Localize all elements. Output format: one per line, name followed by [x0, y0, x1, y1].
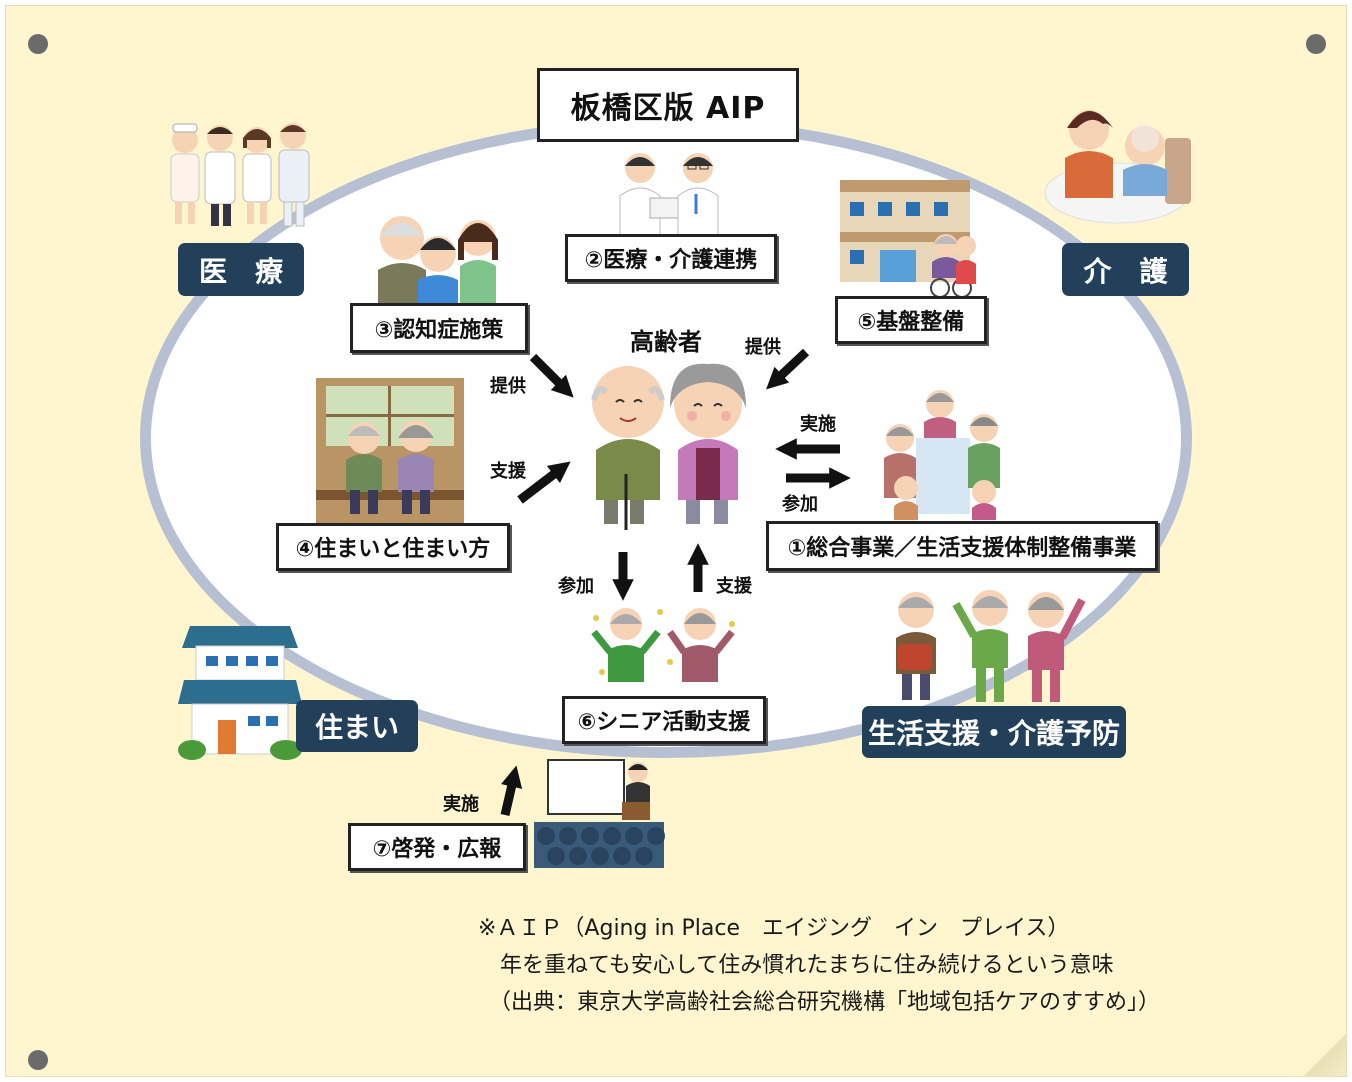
arrow-implement-bottom	[500, 765, 523, 817]
arrow-label-implement-right: 実施	[800, 414, 836, 435]
arrow-label-participate-right: 参加	[782, 494, 818, 515]
arrow-label-support-left: 支援	[490, 461, 526, 482]
family-illustration	[378, 216, 498, 308]
elderly-label: 高齢者	[630, 328, 702, 356]
arrow-label-participate-down: 参加	[558, 576, 594, 597]
doctors-illustration	[619, 153, 719, 239]
medical-staff-illustration	[170, 123, 310, 227]
category-care: 介 護	[1062, 243, 1189, 296]
arrow-label-support-up: 支援	[716, 576, 752, 597]
initiative-7-awareness-pr: ⑦啓発・広報	[348, 823, 526, 871]
arrow-label-provide-left: 提供	[490, 376, 526, 397]
arrow-label-implement-bottom: 実施	[443, 794, 479, 815]
elderly-couple-illustration	[591, 363, 746, 530]
aip-title: 板橋区版 AIP	[537, 68, 799, 142]
care-illustration	[1044, 110, 1191, 224]
senior-activity-illustration	[591, 608, 735, 682]
category-housing: 住まい	[296, 700, 418, 752]
lecture-illustration	[534, 759, 665, 868]
initiative-6-senior-activity: ⑥シニア活動支援	[562, 696, 766, 744]
house-illustration	[178, 626, 302, 760]
initiative-5-infrastructure: ⑤基盤整備	[835, 296, 987, 344]
initiative-2-medical-care-coordination: ②医療・介護連携	[565, 234, 777, 282]
arrow-support-left	[517, 461, 571, 504]
aip-ring	[140, 118, 1192, 758]
page-curl	[1304, 1034, 1346, 1076]
category-life-support: 生活支援・介護予防	[862, 706, 1126, 758]
initiative-3-dementia-measures: ③認知症施策	[350, 303, 528, 353]
arrow-provide-right	[766, 348, 810, 390]
initiative-1-comprehensive-project: ①総合事業／生活支援体制整備事業	[766, 521, 1158, 571]
arrow-provide-left	[529, 353, 574, 398]
group-activity-illustration	[884, 390, 1000, 520]
note-source: （出典：東京大学高齢社会総合研究機構「地域包括ケアのすすめ」）	[478, 990, 1161, 1015]
senior-exercise-illustration	[896, 590, 1086, 702]
note-aip-definition: ※ＡＩＰ（Aging in Place エイジング イン プレイス）	[478, 916, 1070, 941]
initiative-4-housing: ④住まいと住まい方	[276, 523, 510, 571]
facility-building-illustration	[840, 180, 976, 298]
arrow-label-provide-right: 提供	[745, 337, 781, 358]
pin-top-right	[1306, 34, 1326, 54]
pin-top-left	[28, 34, 48, 54]
couple-on-bench-illustration	[316, 378, 464, 524]
category-medical: 医 療	[178, 243, 304, 296]
note-aip-meaning: 年を重ねても安心して住み慣れたまちに住み続けるという意味	[478, 953, 1114, 978]
pin-bottom-left	[28, 1050, 48, 1070]
